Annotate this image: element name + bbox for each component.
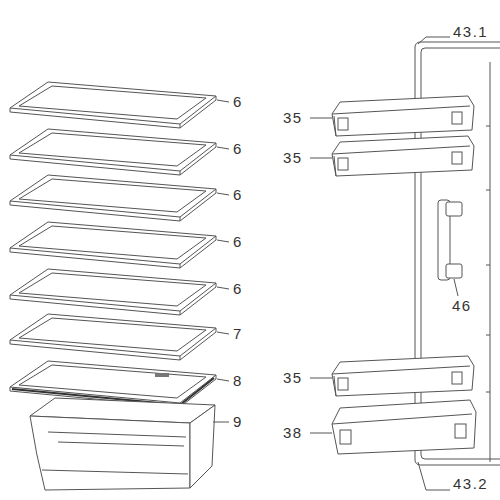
door-bin	[332, 136, 474, 176]
callout-number: 6	[233, 233, 243, 251]
callout-number: 43.2	[453, 475, 488, 493]
door-bin	[332, 96, 474, 136]
shelf	[10, 82, 216, 128]
callout-number: 46	[452, 297, 472, 315]
shelf	[10, 129, 216, 175]
callout-number: 35	[283, 109, 303, 127]
door-bin	[332, 356, 474, 396]
shelf	[10, 314, 216, 360]
callout-number: 6	[233, 186, 243, 204]
callout-number: 35	[283, 149, 303, 167]
crisper-drawer	[30, 398, 215, 490]
shelf	[10, 269, 216, 315]
callout-number: 35	[283, 369, 303, 387]
shelf	[10, 222, 216, 268]
callout-number: 38	[283, 424, 303, 442]
callout-number: 8	[233, 372, 243, 390]
callout-number: 6	[233, 140, 243, 158]
callout-number: 7	[233, 325, 243, 343]
leader-lines	[213, 37, 458, 490]
callout-number: 6	[233, 280, 243, 298]
callout-number: 9	[233, 413, 243, 431]
shelf	[10, 175, 216, 221]
callout-number: 43.1	[453, 23, 488, 41]
door-handle	[438, 200, 462, 280]
callout-number: 6	[233, 93, 243, 111]
bottle-bin	[332, 400, 476, 454]
